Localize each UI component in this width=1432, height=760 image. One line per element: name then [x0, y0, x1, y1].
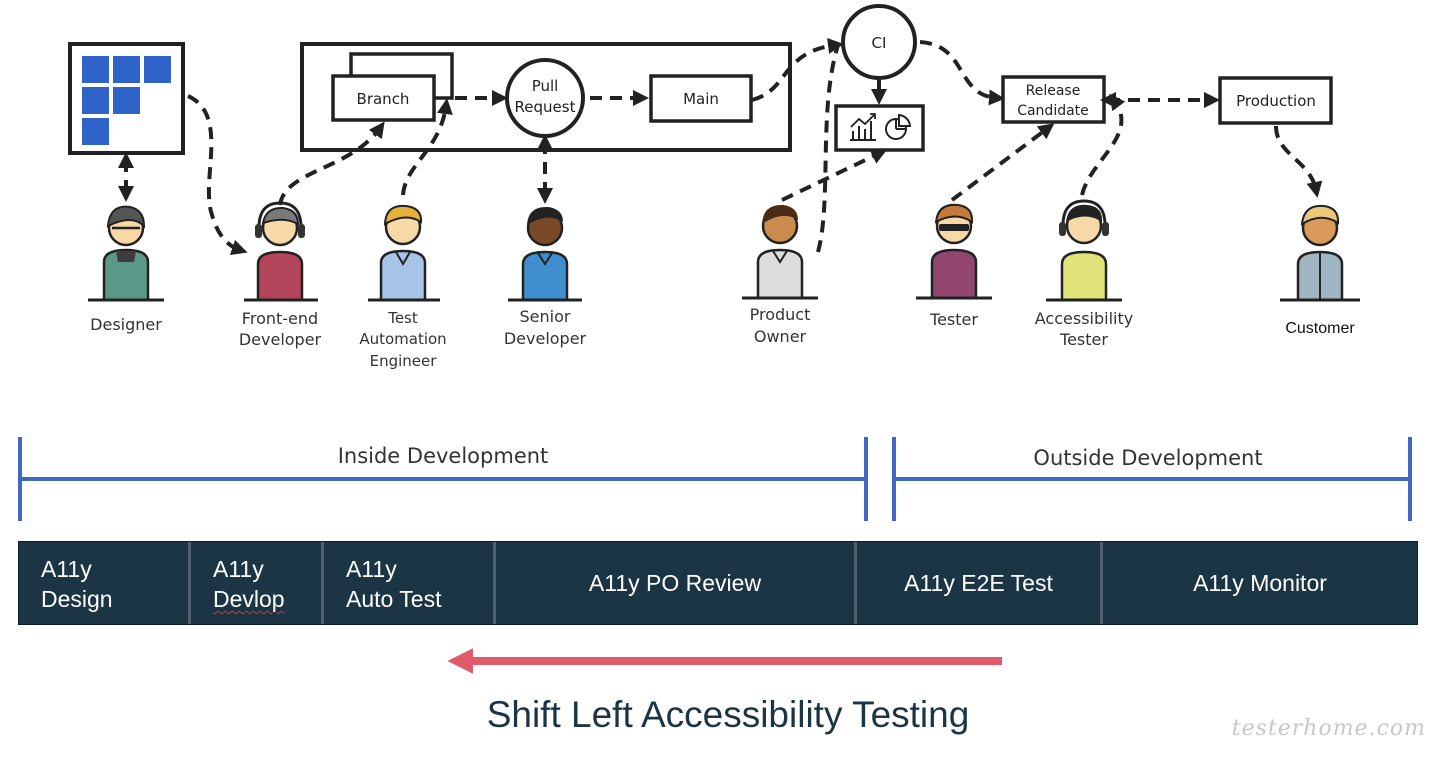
- inside-development-bracket: [18, 437, 868, 521]
- stage-text: A11y Monitor: [1193, 570, 1327, 596]
- release-candidate-line2: Candidate: [1017, 103, 1089, 119]
- pull-request-label-line1: Pull: [532, 77, 559, 95]
- tester-label: Tester: [929, 310, 978, 329]
- production-label: Production: [1236, 92, 1316, 110]
- frontend-developer-label-line1: Front-end: [242, 309, 318, 328]
- stage-line2: Devlop: [213, 586, 285, 612]
- test-automation-label-line3: Engineer: [370, 352, 438, 370]
- a11y-stage-bar: A11y Design A11y Devlop A11y Auto Test A…: [18, 541, 1418, 625]
- stage-line1: A11y: [213, 556, 264, 582]
- release-candidate-node: Release Candidate: [1001, 75, 1106, 124]
- pull-request-node: Pull Request: [505, 58, 585, 138]
- accessibility-tester-label-line2: Tester: [1059, 330, 1108, 349]
- ci-label: CI: [872, 34, 887, 52]
- designer-avatar: [88, 205, 164, 302]
- po-to-reports-arrow: [781, 149, 888, 202]
- stage-line2: Design: [41, 586, 113, 612]
- pie-chart-icon: [885, 113, 912, 140]
- test-automation-label-line1: Test: [387, 309, 418, 327]
- test-automation-label-line2: Automation: [359, 330, 446, 348]
- inside-development-label: Inside Development: [338, 444, 549, 468]
- tester-avatar: [916, 203, 992, 300]
- po-to-ci-arrow: [816, 44, 840, 253]
- main-to-ci-arrow: [751, 38, 844, 102]
- test-to-branch-arrow: [401, 98, 453, 196]
- watermark: testerhome.com: [1231, 716, 1426, 741]
- accessibility-tester-avatar: [1046, 199, 1122, 302]
- customer-label: Customer: [1285, 320, 1355, 337]
- stage-line1: A11y: [346, 556, 397, 582]
- board-to-frontend-arrow: [187, 94, 248, 256]
- accessibility-tester-label-line1: Accessibility: [1035, 309, 1133, 328]
- board-icon: [68, 42, 185, 155]
- frontend-to-branch-arrow: [278, 121, 385, 206]
- connectors: [118, 38, 1323, 256]
- main-label: Main: [683, 90, 719, 108]
- stage-a11y-monitor: A11y Monitor: [1103, 542, 1417, 624]
- stage-line1: A11y: [41, 556, 92, 582]
- branch-node: Branch: [331, 52, 454, 122]
- ci-node: CI: [841, 4, 917, 80]
- stage-a11y-devlop: A11y Devlop: [191, 542, 324, 624]
- headline: Shift Left Accessibility Testing: [486, 694, 970, 735]
- branch-label: Branch: [357, 90, 410, 108]
- stage-line2: Auto Test: [346, 586, 442, 612]
- customer-avatar: [1280, 204, 1360, 302]
- frontend-developer-avatar: [244, 201, 318, 302]
- pull-request-label-line2: Request: [515, 98, 576, 116]
- release-candidate-line1: Release: [1026, 83, 1081, 99]
- designer-label: Designer: [90, 315, 162, 334]
- senior-developer-label-line1: Senior: [520, 307, 571, 326]
- stage-a11y-design: A11y Design: [19, 542, 191, 624]
- ci-to-release-arrow: [919, 40, 1005, 106]
- stage-text: A11y PO Review: [588, 570, 762, 596]
- product-owner-avatar: [742, 204, 818, 300]
- outside-development-bracket: [892, 437, 1412, 521]
- senior-developer-label-line2: Developer: [504, 329, 587, 348]
- main-node: Main: [649, 74, 753, 123]
- senior-developer-avatar: [508, 206, 582, 302]
- stage-a11y-e2e-test: A11y E2E Test: [857, 542, 1103, 624]
- stage-a11y-po-review: A11y PO Review: [496, 542, 857, 624]
- product-owner-label-line2: Owner: [754, 327, 807, 346]
- tester-to-release-arrow: [950, 123, 1055, 202]
- reports-node: [834, 104, 925, 152]
- frontend-developer-label-line2: Developer: [239, 330, 322, 349]
- outside-development-label: Outside Development: [1033, 446, 1262, 470]
- stage-text: A11y E2E Test: [904, 570, 1053, 596]
- stage-a11y-auto-test: A11y Auto Test: [324, 542, 496, 624]
- test-automation-engineer-avatar: [368, 204, 440, 302]
- product-owner-label-line1: Product: [750, 305, 811, 324]
- production-to-customer-arrow: [1274, 125, 1323, 198]
- production-node: Production: [1218, 76, 1333, 125]
- bar-chart-icon: [850, 113, 876, 141]
